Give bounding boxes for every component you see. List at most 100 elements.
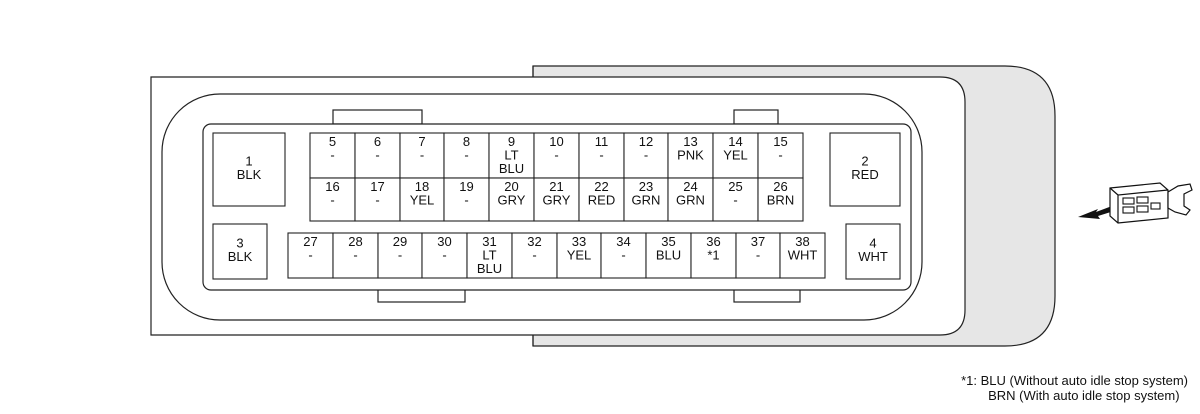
pin-number: 23 bbox=[639, 179, 653, 194]
pin-cavity bbox=[645, 232, 692, 279]
pin-number: 29 bbox=[393, 234, 407, 249]
pin-grid: 1BLK2RED3BLK4WHT5-6-7-8-9LTBLU10-11-12-1… bbox=[212, 132, 901, 280]
pin-number: 27 bbox=[303, 234, 317, 249]
pin-wire-color: - bbox=[756, 248, 760, 263]
pin-number: 33 bbox=[572, 234, 586, 249]
pin-wire-color: - bbox=[733, 193, 737, 208]
pin-cavity bbox=[212, 223, 268, 280]
pin-17: 17- bbox=[354, 177, 401, 222]
pin-wire-color: - bbox=[554, 148, 558, 163]
pin-number: 34 bbox=[616, 234, 630, 249]
pin-cavity bbox=[212, 132, 286, 207]
pin-wire-color: GRY bbox=[498, 193, 526, 208]
pin-wire-color: BLU bbox=[499, 161, 524, 176]
pin-number: 8 bbox=[463, 134, 470, 149]
pin-wire-color: RED bbox=[588, 193, 615, 208]
pin-cavity bbox=[533, 132, 580, 179]
pin-27: 27- bbox=[287, 232, 334, 279]
pin-8: 8- bbox=[443, 132, 490, 179]
pin-cavity bbox=[556, 232, 602, 279]
pin-wire-color: - bbox=[778, 148, 782, 163]
pin-28: 28- bbox=[332, 232, 379, 279]
pin-cavity bbox=[377, 232, 423, 279]
pin-number: 12 bbox=[639, 134, 653, 149]
pin-wire-color: PNK bbox=[677, 148, 704, 163]
pin-wire-color: - bbox=[330, 148, 334, 163]
pin-wire-color: - bbox=[420, 148, 424, 163]
pin-number: 9 bbox=[508, 134, 515, 149]
pin-number: 22 bbox=[594, 179, 608, 194]
pin-wire-color: - bbox=[644, 148, 648, 163]
footnote: *1: BLU (Without auto idle stop system) … bbox=[961, 373, 1188, 403]
pin-wire-color: *1 bbox=[707, 248, 719, 263]
pin-cavity bbox=[623, 177, 669, 222]
pin-wire-color: - bbox=[464, 193, 468, 208]
pin-number: 14 bbox=[728, 134, 742, 149]
pin-wire-color: - bbox=[464, 148, 468, 163]
pin-11: 11- bbox=[578, 132, 625, 179]
pin-number: 17 bbox=[370, 179, 384, 194]
pin-wire-color: BLK bbox=[237, 167, 262, 182]
pin-cavity bbox=[845, 223, 901, 280]
pin-wire-color: GRN bbox=[632, 193, 661, 208]
pin-36: 36*1 bbox=[690, 232, 737, 279]
pin-number: 4 bbox=[869, 236, 876, 251]
connector-thumbnail-icon bbox=[1109, 182, 1193, 224]
pin-wire-color: - bbox=[308, 248, 312, 263]
pin-cavity bbox=[735, 232, 781, 279]
pin-number: 13 bbox=[683, 134, 697, 149]
pin-wire-color: - bbox=[398, 248, 402, 263]
pin-cavity bbox=[757, 132, 804, 179]
pin-wire-color: - bbox=[599, 148, 603, 163]
pin-16: 16- bbox=[309, 177, 356, 222]
pin-number: 36 bbox=[706, 234, 720, 249]
pin-25: 25- bbox=[712, 177, 759, 222]
pin-number: 1 bbox=[245, 154, 252, 169]
pin-cavity bbox=[488, 177, 535, 222]
pin-number: 2 bbox=[861, 154, 868, 169]
pin-wire-color: YEL bbox=[410, 193, 435, 208]
pin-30: 30- bbox=[421, 232, 468, 279]
pin-wire-color: - bbox=[442, 248, 446, 263]
pin-number: 18 bbox=[415, 179, 429, 194]
pin-number: 24 bbox=[683, 179, 697, 194]
pin-number: 26 bbox=[773, 179, 787, 194]
pin-wire-color: LT bbox=[504, 148, 518, 163]
pin-wire-color: - bbox=[621, 248, 625, 263]
pin-number: 32 bbox=[527, 234, 541, 249]
pin-number: 19 bbox=[459, 179, 473, 194]
pin-cavity bbox=[399, 132, 445, 179]
pin-19: 19- bbox=[443, 177, 490, 222]
pin-cavity bbox=[667, 177, 714, 222]
pin-wire-color: YEL bbox=[723, 148, 748, 163]
pin-12: 12- bbox=[623, 132, 669, 179]
pin-number: 6 bbox=[374, 134, 381, 149]
pin-wire-color: WHT bbox=[858, 249, 888, 264]
pin-number: 11 bbox=[595, 134, 609, 149]
pin-32: 32- bbox=[511, 232, 558, 279]
pin-number: 21 bbox=[549, 179, 563, 194]
pin-10: 10- bbox=[533, 132, 580, 179]
pin-7: 7- bbox=[399, 132, 445, 179]
locking-tab bbox=[733, 109, 779, 125]
pin-wire-color: WHT bbox=[788, 248, 818, 263]
pin-wire-color: BRN bbox=[767, 193, 794, 208]
pin-number: 15 bbox=[773, 134, 787, 149]
pin-number: 3 bbox=[236, 236, 243, 251]
pin-15: 15- bbox=[757, 132, 804, 179]
pin-wire-color: - bbox=[375, 193, 379, 208]
pin-wire-color: - bbox=[353, 248, 357, 263]
